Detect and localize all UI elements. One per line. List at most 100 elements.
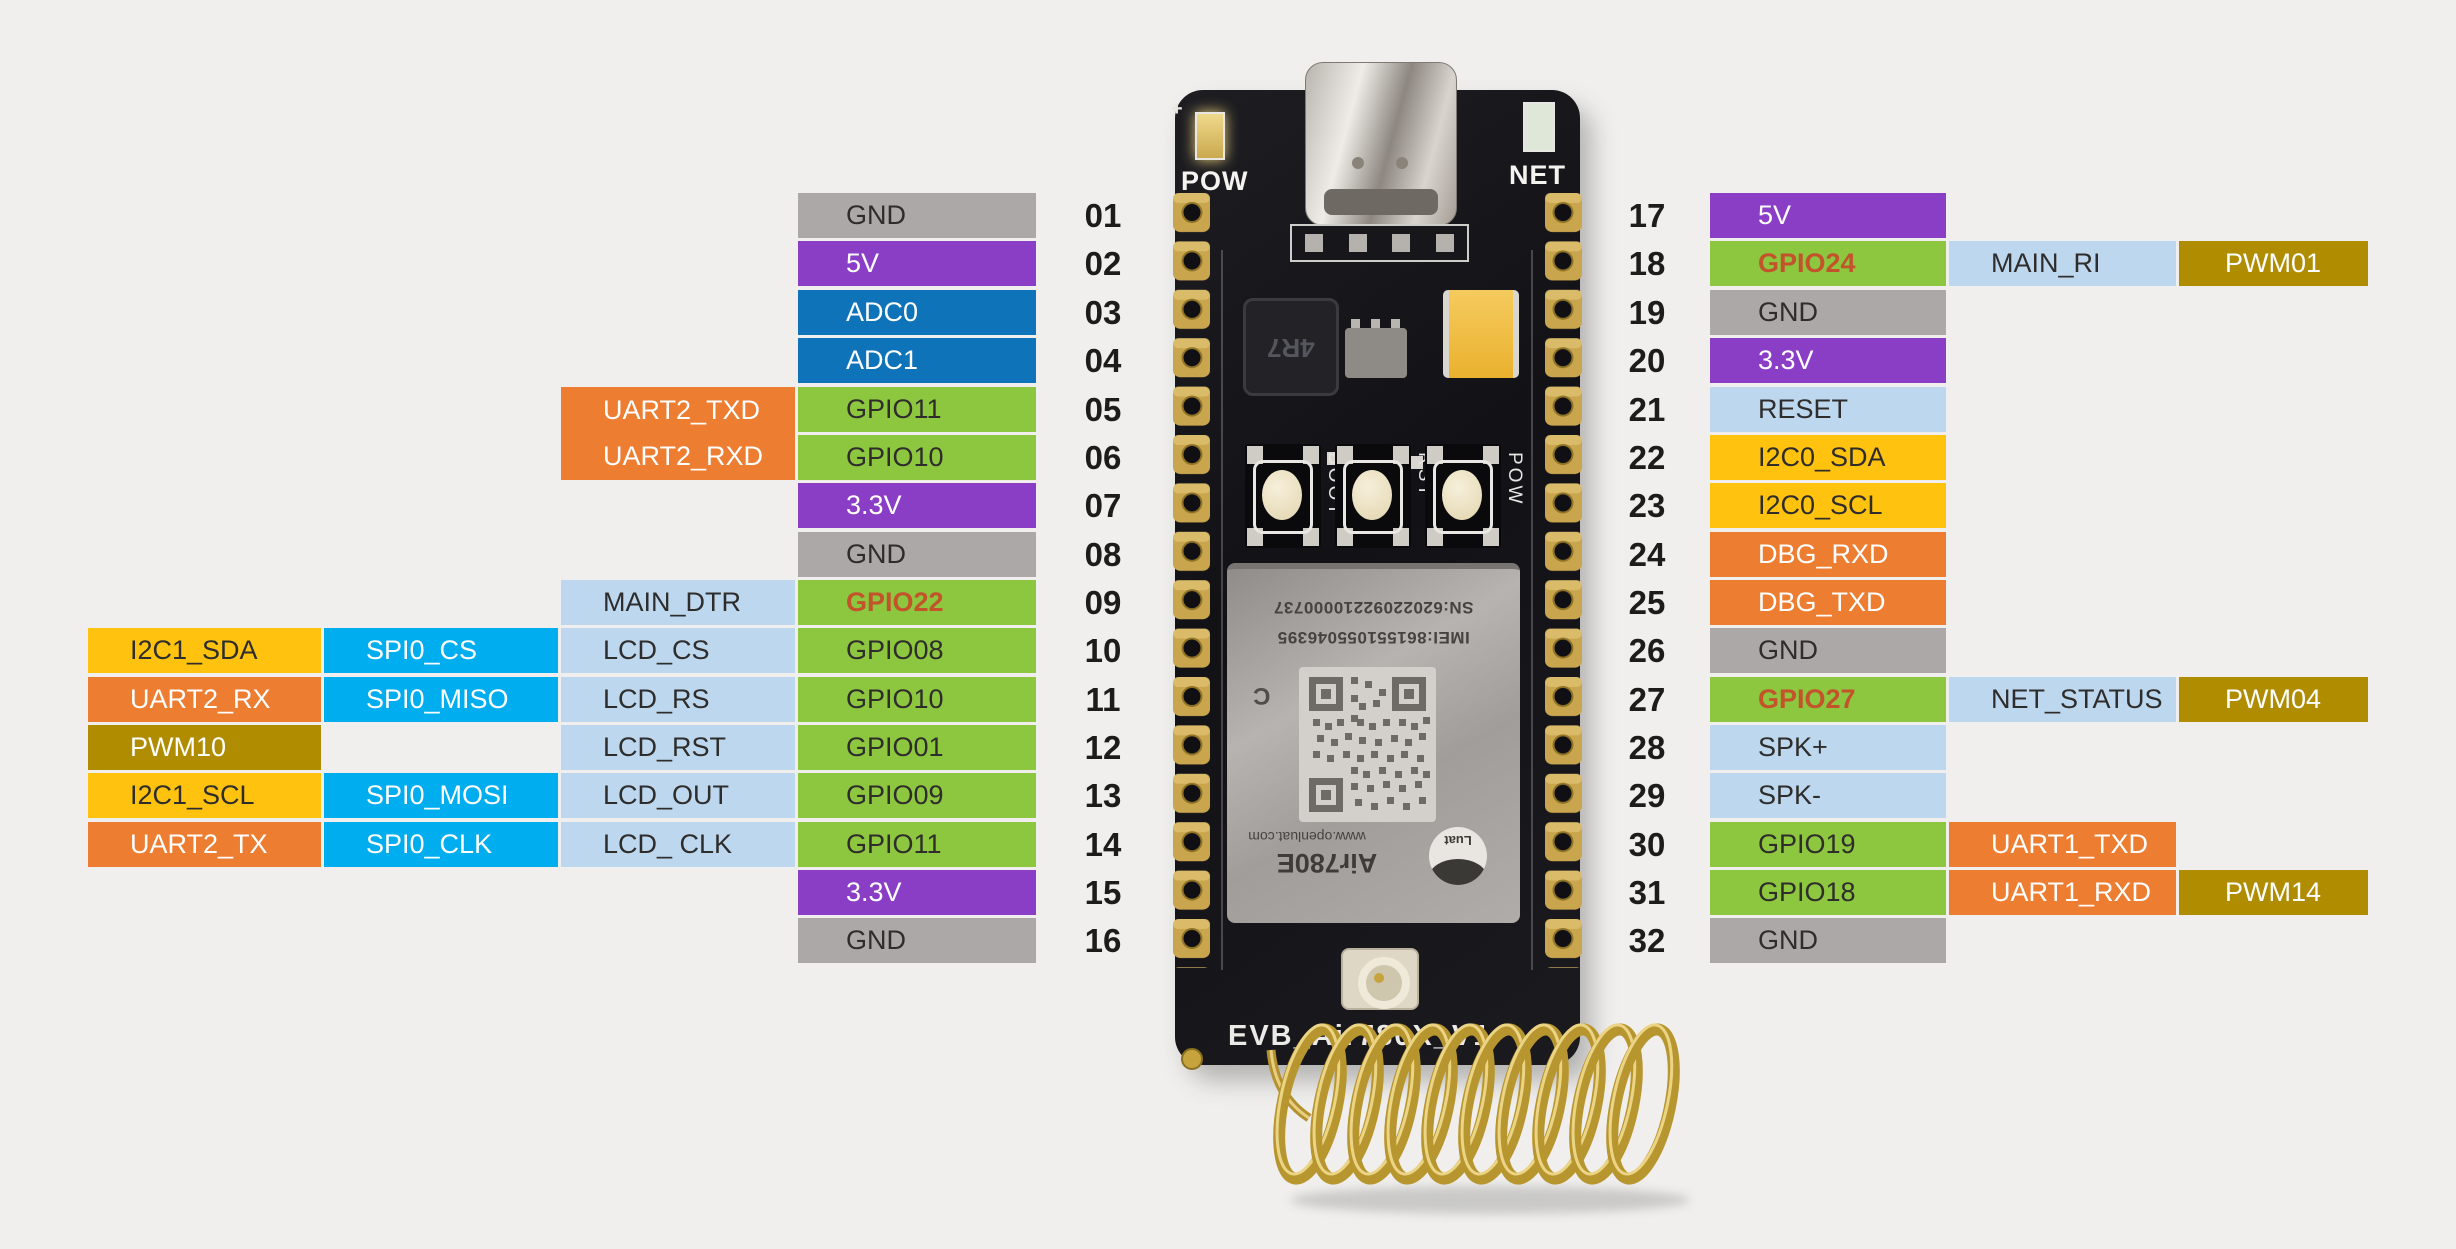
- pin-number: 22: [1628, 439, 1666, 476]
- pin-name-cell: 3.3V: [798, 483, 1036, 528]
- power-led-label: POW: [1181, 166, 1249, 196]
- function-cell: LCD_RS: [561, 677, 795, 722]
- function-cell: UART1_RXD: [1949, 870, 2176, 915]
- luat-logo-text: Luat: [1444, 833, 1472, 848]
- module-imei: IMEI:861551055046395: [1277, 628, 1470, 647]
- pin-number: 32: [1628, 922, 1666, 959]
- alt-function-cell: I2C1_SDA: [88, 628, 321, 673]
- pin-number: 01: [1084, 197, 1122, 234]
- pin-name-cell: GND: [1710, 918, 1946, 963]
- pin-number: 27: [1628, 681, 1666, 718]
- pin-name-cell: GND: [1710, 628, 1946, 673]
- pin-number: 11: [1085, 681, 1121, 718]
- pin-number: 28: [1628, 729, 1666, 766]
- spi-cell: SPI0_MOSI: [324, 773, 558, 818]
- net-led-label: NET: [1509, 160, 1566, 190]
- pin-number: 04: [1084, 342, 1122, 379]
- pin-name-cell: GPIO11: [798, 822, 1036, 867]
- power-button[interactable]: [1425, 444, 1501, 548]
- alt-function-cell: UART2_RX: [88, 677, 321, 722]
- silk-line: [1531, 250, 1533, 970]
- power-button-label: POW: [1504, 452, 1525, 507]
- pin-name-cell: GPIO09: [798, 773, 1036, 818]
- pin-number: 24: [1628, 536, 1666, 573]
- module-website: www.openluat.com: [1248, 829, 1366, 845]
- spring-antenna: [1266, 1023, 1690, 1214]
- silk-line: [1221, 250, 1223, 970]
- pin-number: 03: [1084, 294, 1122, 331]
- pin-number: 20: [1628, 342, 1666, 379]
- net-led: [1523, 102, 1555, 152]
- qr-code: [1299, 667, 1436, 822]
- pin-number: 23: [1628, 487, 1666, 524]
- pin-name-cell: I2C0_SDA: [1710, 435, 1946, 480]
- pin-name-cell: GPIO27: [1710, 677, 1946, 722]
- pin-number: 08: [1084, 536, 1122, 573]
- usb-pin: [1352, 157, 1364, 169]
- function-cell: MAIN_RI: [1949, 241, 2176, 286]
- pin-name-cell: GPIO10: [798, 435, 1036, 480]
- antenna-feed-pad: [1181, 1048, 1203, 1070]
- pin-name-cell: GND: [1710, 290, 1946, 335]
- pin-name-cell: GPIO10: [798, 677, 1036, 722]
- pin-number: 02: [1084, 245, 1122, 282]
- pin-number: 18: [1628, 245, 1666, 282]
- usb-c-connector: [1305, 62, 1457, 226]
- pin-name-cell: GND: [798, 918, 1036, 963]
- pin-number: 26: [1628, 632, 1666, 669]
- pin-number: 07: [1084, 487, 1122, 524]
- pin-name-cell: GPIO24: [1710, 241, 1946, 286]
- uart2-function-cell: UART2_TXD UART2_RXD: [561, 387, 795, 480]
- spi-cell: SPI0_MISO: [324, 677, 558, 722]
- function-cell: UART1_TXD: [1949, 822, 2176, 867]
- pin-number: 17: [1628, 197, 1666, 234]
- pin-name-cell: GPIO11: [798, 387, 1036, 432]
- pin-name-cell: 3.3V: [798, 870, 1036, 915]
- usb-solder-pads: [1290, 224, 1469, 262]
- function-cell: LCD_OUT: [561, 773, 795, 818]
- uart2-txd-label: UART2_TXD: [603, 395, 761, 425]
- pin-number: 25: [1628, 584, 1666, 621]
- regulator-ic: [1345, 319, 1407, 378]
- module-serial-number: SN:62022092210000737: [1273, 598, 1474, 617]
- uart2-rxd-label: UART2_RXD: [603, 441, 764, 471]
- usb-c-slot: [1324, 189, 1438, 215]
- module-model-name: Air780E: [1276, 848, 1378, 878]
- pin-name-cell: DBG_RXD: [1710, 532, 1946, 577]
- inductor-component: 4R7: [1243, 298, 1339, 396]
- pin-name-cell: ADC1: [798, 338, 1036, 383]
- pin-number: 09: [1084, 584, 1122, 621]
- function-cell: NET_STATUS: [1949, 677, 2176, 722]
- pin-name-cell: GND: [798, 193, 1036, 238]
- alt-function-cell: PWM10: [88, 725, 321, 770]
- pin-strip-left: [1173, 190, 1213, 968]
- air780e-module: SN:62022092210000737 IMEI:86155105504639…: [1227, 563, 1520, 923]
- ipex-antenna-connector: [1341, 948, 1419, 1010]
- pin-number: 10: [1084, 632, 1122, 669]
- pin-name-cell: SPK+: [1710, 725, 1946, 770]
- pin-name-cell: 5V: [798, 241, 1036, 286]
- pin-name-cell: I2C0_SCL: [1710, 483, 1946, 528]
- usb-pin: [1396, 157, 1408, 169]
- pin-number: 21: [1628, 391, 1666, 428]
- plus-mark: +: [1171, 98, 1183, 120]
- pin-number: 29: [1628, 777, 1666, 814]
- pin-name-cell: GPIO08: [798, 628, 1036, 673]
- pin-number: 19: [1628, 294, 1666, 331]
- spi-cell: SPI0_CS: [324, 628, 558, 673]
- pin-number: 12: [1084, 729, 1122, 766]
- function-cell: LCD_ CLK: [561, 822, 795, 867]
- function-cell: LCD_RST: [561, 725, 795, 770]
- boot-button[interactable]: [1245, 444, 1321, 548]
- pin-name-cell: GPIO18: [1710, 870, 1946, 915]
- pin-number: 30: [1628, 826, 1666, 863]
- function-cell: MAIN_DTR: [561, 580, 795, 625]
- spi-cell: SPI0_CLK: [324, 822, 558, 867]
- reset-button[interactable]: [1335, 444, 1411, 548]
- pin-number: 31: [1628, 874, 1666, 911]
- pin-strip-right: [1542, 190, 1582, 968]
- pin-number: 05: [1084, 391, 1122, 428]
- pin-name-cell: DBG_TXD: [1710, 580, 1946, 625]
- pin-name-cell: GND: [798, 532, 1036, 577]
- pin-name-cell: 3.3V: [1710, 338, 1946, 383]
